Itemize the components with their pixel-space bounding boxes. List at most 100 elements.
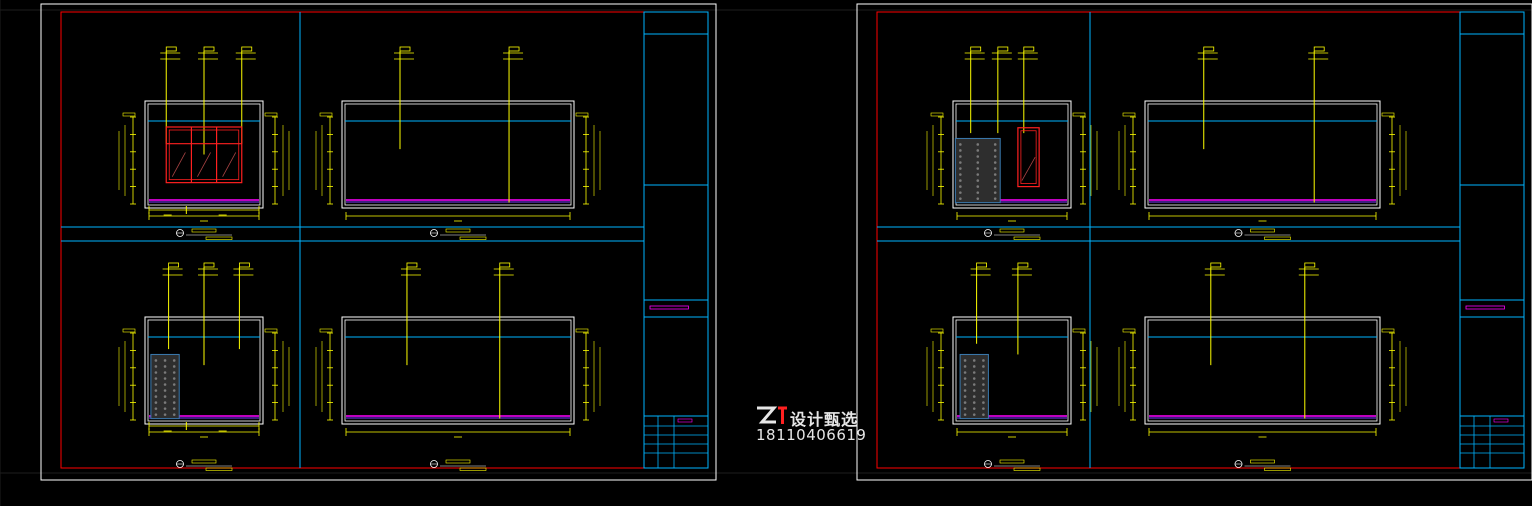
dim-left-level: [930, 328, 944, 333]
panel-texture: [963, 413, 967, 416]
title-block: [643, 11, 709, 469]
panel-texture: [163, 359, 167, 362]
elevation-title-label: [1250, 459, 1275, 464]
panel-texture: [154, 359, 158, 362]
panel-texture: [993, 167, 997, 170]
dim-right-level: [1072, 112, 1086, 117]
dim-left-level: [122, 328, 136, 333]
panel-texture: [154, 371, 158, 374]
panel-texture: [982, 389, 985, 392]
panel-texture: [976, 155, 980, 158]
panel-texture: [982, 413, 985, 416]
panel-texture: [982, 395, 985, 398]
panel-texture: [972, 377, 976, 380]
panel-texture: [959, 173, 962, 176]
panel-texture: [963, 359, 967, 362]
panel-texture: [959, 149, 962, 152]
glass-hatch: [222, 152, 237, 177]
dim-right-level: [264, 328, 278, 333]
panel-texture: [163, 413, 167, 416]
panel-texture: [963, 407, 967, 410]
drawing-name: [649, 305, 689, 310]
panel-texture: [154, 395, 158, 398]
panel-texture: [163, 377, 167, 380]
window-frame: [165, 126, 243, 184]
panel-texture: [163, 371, 167, 374]
panel-texture: [972, 413, 976, 416]
panel-texture: [993, 149, 997, 152]
leader-1-tag: [1304, 262, 1316, 268]
dim-left-level: [319, 112, 333, 117]
leader-2-tag: [238, 262, 250, 268]
panel-texture: [972, 395, 976, 398]
panel-texture: [963, 371, 967, 374]
panel-texture: [993, 143, 997, 146]
panel-texture: [154, 389, 158, 392]
dim-right-level: [1381, 328, 1395, 333]
drawing-number: [677, 418, 693, 423]
panel-texture: [972, 401, 976, 404]
dim-right-level: [264, 112, 278, 117]
panel-texture: [982, 371, 985, 374]
panel-texture: [972, 365, 976, 368]
dim-left-level: [1122, 112, 1136, 117]
leader-1-tag: [203, 262, 215, 268]
elevation-title-scale: [205, 467, 233, 471]
wall-inner: [1147, 103, 1378, 206]
elevation-small-top: [118, 46, 290, 222]
elevation-title-scale: [1264, 236, 1291, 240]
panel-texture: [163, 365, 167, 368]
panel-texture: [154, 401, 158, 404]
title-block: [1459, 11, 1525, 469]
elevation-small-bottom: [118, 262, 290, 438]
panel-texture: [976, 173, 980, 176]
brand-text: 设计甄选: [790, 410, 859, 429]
panel-texture: [972, 371, 976, 374]
panel-texture: [976, 161, 980, 164]
leader-1-tag: [997, 46, 1009, 52]
door-glass-hatch: [1021, 156, 1036, 181]
panel-texture: [154, 365, 158, 368]
leader-0-tag: [165, 46, 177, 52]
elevation-title-scale: [459, 236, 487, 240]
panel-texture: [959, 155, 962, 158]
panel-texture: [163, 383, 167, 386]
glass-hatch: [197, 152, 211, 177]
panel-texture: [959, 161, 962, 164]
panel-texture: [963, 377, 967, 380]
panel-texture: [959, 191, 962, 194]
elevation-title-label: [445, 459, 471, 464]
window-frame-inner: [168, 129, 240, 181]
leader-0-tag: [976, 262, 987, 268]
panel-texture: [972, 407, 976, 410]
panel-texture: [976, 191, 980, 194]
drawing-name: [1465, 305, 1505, 310]
sheet-border: [856, 3, 1532, 481]
glass-hatch: [171, 152, 186, 177]
panel-texture: [982, 359, 985, 362]
panel-texture: [154, 383, 158, 386]
panel-texture: [993, 173, 997, 176]
dim-right-level: [575, 328, 589, 333]
leader-0-tag: [168, 262, 180, 268]
phone-number: 18110406619: [756, 426, 867, 444]
panel-texture: [976, 197, 980, 200]
wall-inner: [955, 319, 1069, 422]
leader-1-tag: [508, 46, 520, 52]
elevation-title-scale: [1013, 467, 1041, 471]
dim-left-level: [1122, 328, 1136, 333]
elevation-small-bottom: [926, 262, 1098, 438]
panel-texture: [172, 377, 176, 380]
wall-inner: [1147, 319, 1378, 422]
wall-outer: [341, 316, 575, 425]
panel-texture: [154, 413, 158, 416]
panel-texture: [163, 401, 167, 404]
panel-texture: [172, 365, 176, 368]
watermark: 设计甄选 18110406619: [756, 404, 886, 446]
panel-texture: [982, 377, 985, 380]
panel-texture: [172, 371, 176, 374]
panel-texture: [959, 185, 962, 188]
panel-texture: [172, 413, 176, 416]
leader-0-tag: [406, 262, 418, 268]
